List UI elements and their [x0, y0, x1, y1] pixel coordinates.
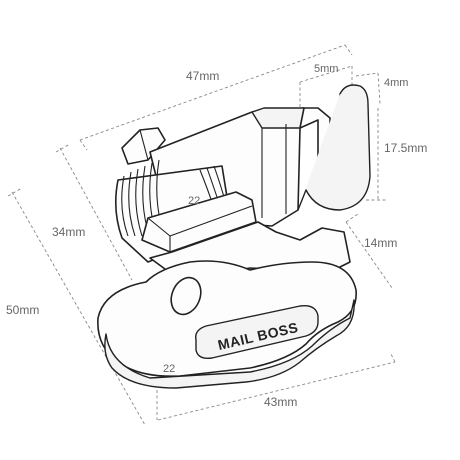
- handle-hole: [170, 276, 202, 316]
- dim-cam-thickness: 14mm: [364, 236, 397, 250]
- lock-body: [97, 84, 371, 389]
- dim-hook-height: 17.5mm: [384, 141, 427, 155]
- dim-hook-thickness: 4mm: [384, 77, 408, 89]
- dim-handle-height: 22: [163, 363, 175, 375]
- cam-arm-top: [251, 107, 305, 129]
- dimension-labels: 47mm 5mm 4mm 17.5mm 34mm 22 14mm 50mm 22…: [6, 63, 427, 409]
- dim-body-height: 34mm: [52, 225, 85, 239]
- handle: [97, 260, 357, 378]
- dim-handle-width: 43mm: [264, 395, 297, 409]
- dim-overall-height: 50mm: [6, 303, 39, 317]
- hook-outer: [297, 84, 371, 211]
- brand-plate: [195, 305, 319, 360]
- dim-overall-length: 47mm: [186, 69, 219, 83]
- dim-nut-size: 22: [188, 195, 200, 207]
- dim-hook-width: 5mm: [314, 63, 338, 75]
- handle-edge: [104, 299, 355, 389]
